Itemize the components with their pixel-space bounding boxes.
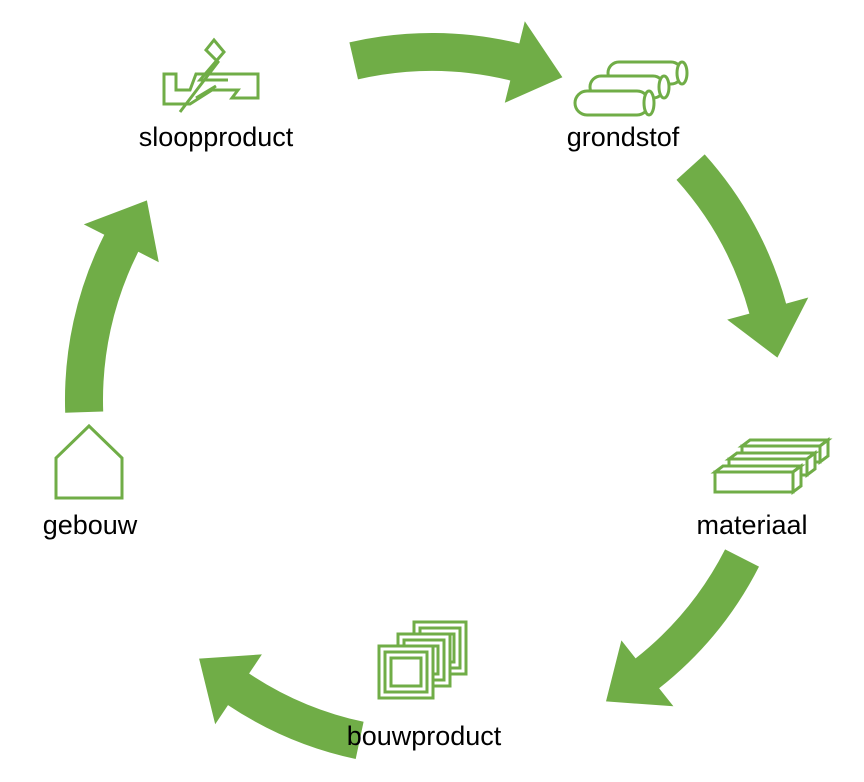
node-label-bouwproduct: bouwproduct: [346, 721, 502, 751]
cycle-arrow-bouwproduct-to-gebouw: [199, 654, 364, 759]
node-label-gebouw: gebouw: [42, 510, 138, 540]
raw-material-logs-icon: [573, 60, 689, 117]
node-label-grondstof: grondstof: [566, 122, 680, 152]
material-beams-icon: [710, 437, 833, 495]
house-icon: [54, 423, 124, 500]
cycle-arrow-sloopproduct-to-grondstof: [349, 21, 563, 103]
node-label-materiaal: materiaal: [696, 510, 808, 540]
cycle-arrow-grondstof-to-materiaal: [676, 154, 809, 358]
demolition-rubble-icon: [162, 37, 260, 113]
cycle-arrows: [64, 21, 809, 759]
building-product-panels-icon: [377, 620, 468, 700]
cycle-arrow-materiaal-to-bouwproduct: [606, 549, 759, 707]
node-label-sloopproduct: sloopproduct: [138, 122, 294, 152]
cycle-arrow-gebouw-to-sloopproduct: [64, 200, 159, 413]
